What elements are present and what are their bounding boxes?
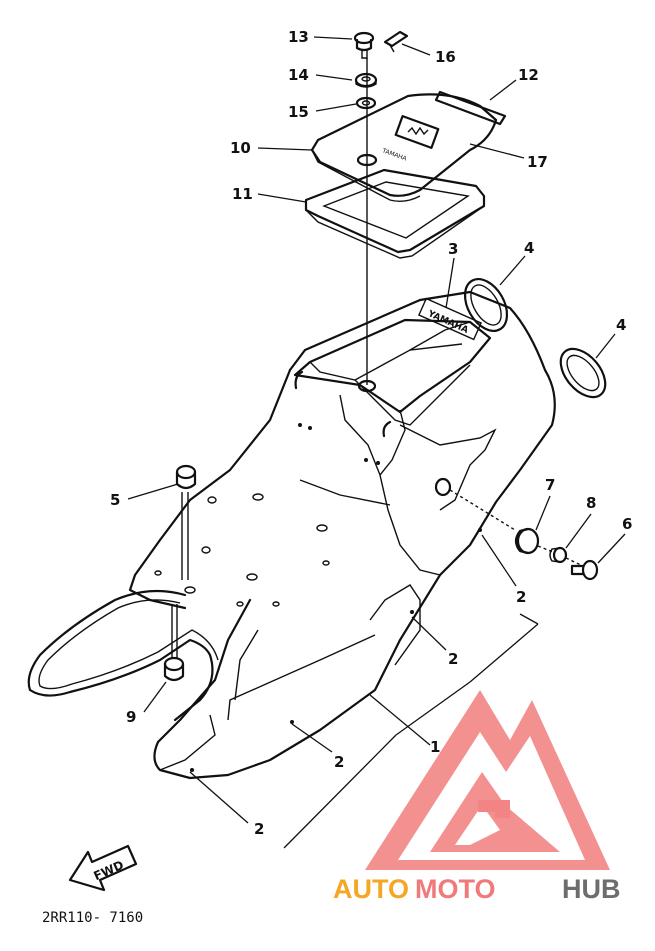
callout-4b: 4 <box>616 316 626 334</box>
brand-hub: HUB <box>562 874 621 904</box>
seat-lid-10-part: TAMAHA <box>310 93 498 203</box>
svg-text:TAMAHA: TAMAHA <box>380 147 408 163</box>
seal-ring-4b-part <box>559 347 607 399</box>
callout-2c: 2 <box>334 753 344 771</box>
forward-direction-arrow: FWD <box>68 844 138 892</box>
callout-17: 17 <box>527 153 548 171</box>
callout-2a: 2 <box>516 588 526 606</box>
nut-14-part <box>354 72 378 88</box>
bolt-6-part <box>570 559 599 581</box>
callout-13: 13 <box>288 28 309 46</box>
callout-12: 12 <box>518 66 539 84</box>
callout-14: 14 <box>288 66 309 84</box>
callout-4a: 4 <box>524 239 534 257</box>
callout-2d: 2 <box>254 820 264 838</box>
clip-16-part <box>383 30 409 53</box>
center-boss <box>357 379 377 393</box>
callout-9: 9 <box>126 708 136 726</box>
callout-labels: 13 16 14 12 15 10 17 11 3 4 4 5 7 8 6 2 … <box>110 28 632 838</box>
callout-7: 7 <box>545 476 555 494</box>
brand-auto: AUTO <box>333 874 409 904</box>
seal-ring-4a-part <box>463 278 509 332</box>
callout-8: 8 <box>586 494 596 512</box>
collar-8-part <box>549 546 568 564</box>
damper-5-part <box>175 464 197 580</box>
watermark-logo <box>365 690 610 870</box>
seat-strap-part <box>27 589 219 722</box>
gasket-11-part <box>304 168 486 259</box>
strip-12-part <box>434 90 507 126</box>
axis-line-bolt <box>449 489 584 567</box>
callout-10: 10 <box>230 139 251 157</box>
grommet-7-part <box>514 527 540 555</box>
callout-1: 1 <box>430 738 440 756</box>
drawing-code: 2RR110- 7160 <box>42 910 143 926</box>
watermark-text: AUTO MOTO HUB <box>333 874 621 904</box>
leader-lines <box>127 36 626 849</box>
callout-15: 15 <box>288 103 309 121</box>
callout-2b: 2 <box>448 650 458 668</box>
callout-6: 6 <box>622 515 632 533</box>
washer-15-part <box>355 96 377 110</box>
fwd-label: FWD <box>91 858 125 884</box>
callout-3: 3 <box>448 240 458 258</box>
callout-5: 5 <box>110 491 120 509</box>
brand-moto: MOTO <box>415 874 496 904</box>
damper-9-part <box>163 604 185 682</box>
callout-11: 11 <box>232 185 253 203</box>
callout-16: 16 <box>435 48 456 66</box>
screw-13-part <box>353 31 375 59</box>
